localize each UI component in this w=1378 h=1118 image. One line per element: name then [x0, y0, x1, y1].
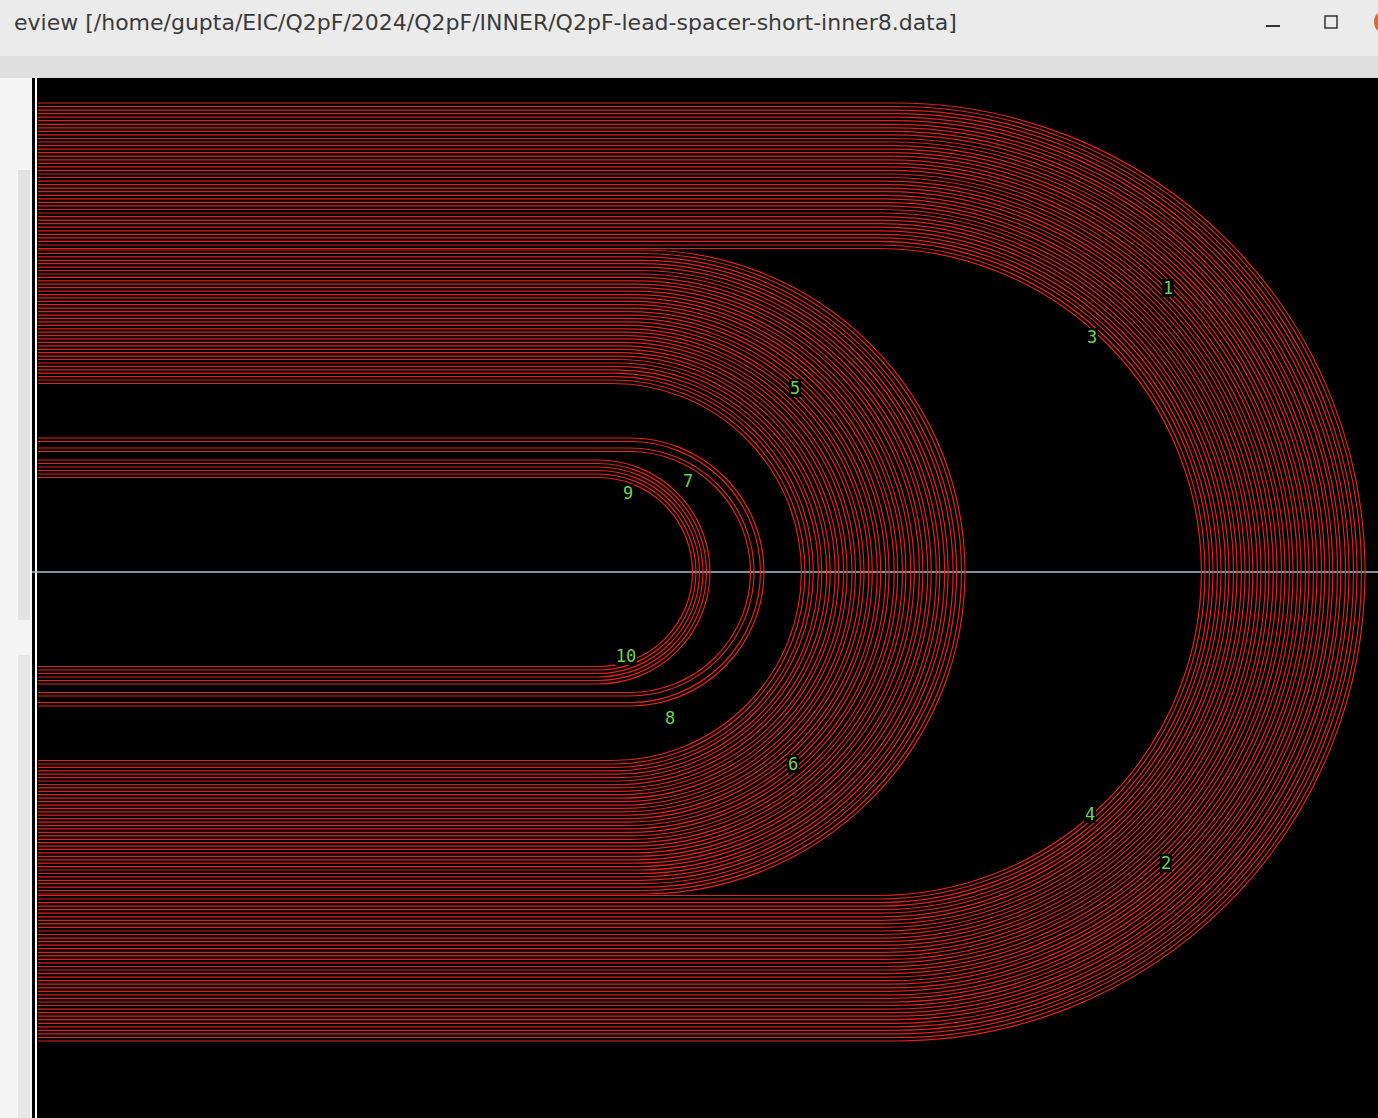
window-title: eview [/home/gupta/EIC/Q2pF/2024/Q2pF/IN…: [14, 10, 957, 35]
close-icon: [1374, 10, 1378, 34]
mid-plane-line: [32, 571, 1378, 573]
callout-number: 8: [664, 709, 676, 727]
side-panel: [18, 170, 30, 620]
conductor-turns: [38, 438, 764, 706]
menu-strip: [0, 56, 1378, 78]
callout-number: 4: [1084, 805, 1096, 823]
callout-number: 7: [682, 472, 694, 490]
minimize-icon: [1266, 25, 1280, 27]
callout-number: 1: [1162, 279, 1174, 297]
axis-line: [35, 78, 37, 1118]
callout-number: 9: [622, 484, 634, 502]
callout-number: 6: [787, 755, 799, 773]
conductor-group: [38, 103, 1365, 1041]
conductor-turns: [38, 103, 1365, 1041]
title-bar: [0, 0, 1378, 56]
side-panel: [18, 655, 30, 1118]
conductor-turns: [38, 250, 965, 894]
callout-number: 10: [615, 647, 637, 665]
side-strip: [0, 78, 32, 1118]
callout-number: 2: [1160, 854, 1172, 872]
canvas-ground: [32, 78, 1378, 1118]
maximize-icon: [1325, 16, 1337, 28]
callout-number: 3: [1086, 328, 1098, 346]
conductor-turns: [38, 460, 710, 684]
callout-number: 5: [789, 379, 801, 397]
